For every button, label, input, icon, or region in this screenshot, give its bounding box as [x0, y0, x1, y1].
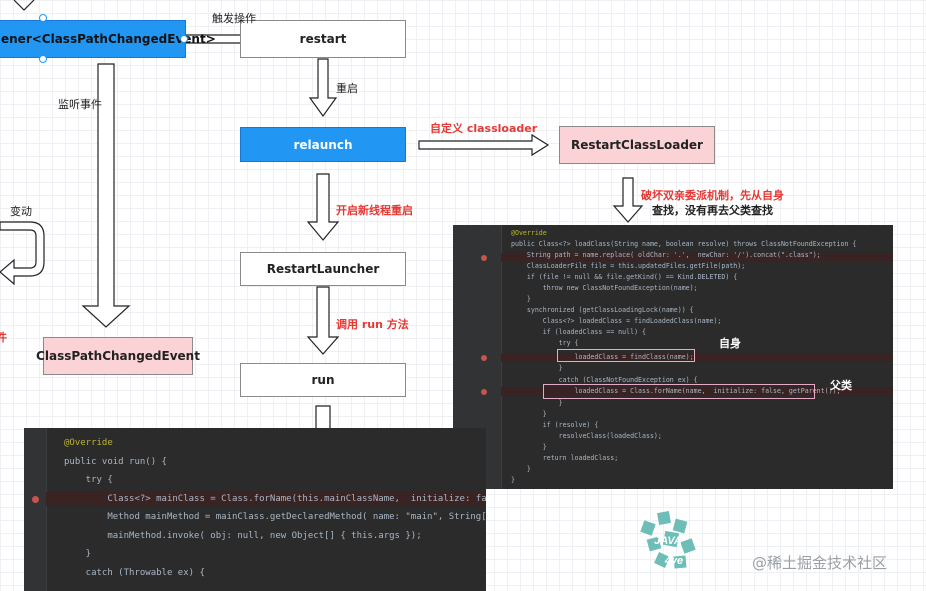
- selection-handle[interactable]: [180, 35, 188, 43]
- code-line: }: [511, 364, 563, 372]
- node-listener[interactable]: ener<ClassPathChangedEvent>: [0, 20, 216, 58]
- node-restart-classloader-label: RestartClassLoader: [571, 138, 703, 152]
- code-line: }: [511, 410, 547, 418]
- node-restart[interactable]: restart: [240, 20, 406, 58]
- breakpoint-icon[interactable]: [481, 355, 487, 361]
- code-panel-run: @Override public void run() { try { Clas…: [24, 428, 486, 591]
- selection-handle[interactable]: [39, 55, 47, 63]
- code-line: synchronized (getClassLoadingLock(name))…: [511, 306, 694, 314]
- top-fragment: [13, 0, 35, 11]
- node-restart-classloader[interactable]: RestartClassLoader: [559, 126, 715, 164]
- highlight-find-class: [557, 349, 695, 362]
- code-line: if (file != null && file.getKind() == Ki…: [511, 273, 738, 281]
- code-gutter: [24, 428, 47, 591]
- label-change: 变动: [10, 205, 32, 218]
- breakpoint-line-highlight: [46, 492, 486, 506]
- code-line: String path = name.replace( oldChar: '.'…: [511, 251, 821, 259]
- code-line: }: [511, 443, 547, 451]
- node-relaunch[interactable]: relaunch: [240, 127, 406, 162]
- selection-handle[interactable]: [39, 14, 47, 22]
- node-run-label: run: [311, 373, 335, 387]
- label-new-thread: 开启新线程重启: [336, 204, 413, 217]
- label-left-fragment: 件: [0, 331, 7, 344]
- code-line: if (loadedClass == null) {: [511, 328, 646, 336]
- code-text: @Override: [511, 229, 547, 237]
- node-restart-launcher[interactable]: RestartLauncher: [240, 252, 406, 286]
- label-break-parent-line2: 查找，没有再去父类查找: [652, 204, 773, 217]
- code-line: }: [64, 549, 92, 559]
- code-line: if (resolve) {: [511, 421, 599, 429]
- code-line: throw new ClassNotFoundException(name);: [511, 284, 698, 292]
- tag-self: 自身: [719, 337, 741, 350]
- code-line: @Override: [64, 438, 113, 448]
- code-panel-loadclass: @Override public Class<?> loadClass(Stri…: [453, 225, 893, 489]
- node-restart-launcher-label: RestartLauncher: [266, 262, 380, 276]
- arrow-change-loop: [0, 221, 45, 286]
- label-trigger: 触发操作: [212, 12, 256, 25]
- code-line: }: [511, 295, 531, 303]
- watermark: @稀土掘金技术社区: [752, 554, 888, 572]
- node-classpath-changed-event-label: ClassPathChangedEvent: [36, 349, 200, 363]
- node-relaunch-label: relaunch: [293, 137, 353, 152]
- svg-text:4ye: 4ye: [664, 555, 683, 567]
- code-line: public Class<?> loadClass(String name, b…: [511, 240, 857, 248]
- code-line: resolveClass(loadedClass);: [511, 432, 662, 440]
- label-custom-loader: 自定义 classloader: [430, 122, 538, 135]
- tag-parent: 父类: [830, 379, 852, 392]
- label-listen: 监听事件: [58, 98, 102, 111]
- code-line: public void run() {: [64, 457, 167, 467]
- node-run[interactable]: run: [240, 363, 406, 397]
- arrow-new-thread: [306, 173, 340, 241]
- code-line: }: [511, 476, 515, 484]
- java4ye-logo: JAVA 4ye: [640, 511, 696, 569]
- arrow-custom-loader: [418, 133, 550, 157]
- label-break-parent: 破坏双亲委派机制，先从自身 查找，没有再去父类查找: [641, 188, 784, 218]
- code-line: mainMethod.invoke( obj: null, new Object…: [64, 531, 422, 541]
- breakpoint-icon[interactable]: [32, 496, 39, 503]
- highlight-parent-forname: [543, 384, 815, 399]
- code-line: loadedClass = findClass(name);: [511, 353, 694, 361]
- arrow-restart: [308, 58, 338, 118]
- arrow-listen: [81, 63, 131, 328]
- svg-text:JAVA: JAVA: [654, 535, 682, 547]
- label-call-run: 调用 run 方法: [336, 318, 409, 331]
- breakpoint-line-highlight: [501, 353, 893, 362]
- code-line: }: [511, 399, 563, 407]
- code-line: Method mainMethod = mainClass.getDeclare…: [107, 512, 486, 522]
- code-line: catch (Throwable ex) {: [64, 568, 205, 578]
- node-restart-label: restart: [299, 32, 347, 46]
- breakpoint-icon[interactable]: [481, 255, 487, 261]
- label-restart: 重启: [336, 82, 358, 95]
- breakpoint-icon[interactable]: [481, 389, 487, 395]
- breakpoint-line-highlight: [501, 253, 893, 262]
- node-classpath-changed-event[interactable]: ClassPathChangedEvent: [36, 337, 200, 375]
- breakpoint-line-highlight: [501, 387, 893, 396]
- code-line: }: [511, 465, 531, 473]
- label-break-parent-red: 破坏双亲委派机制，先从自身: [641, 189, 784, 202]
- code-line: Class<?> loadedClass = findLoadedClass(n…: [511, 317, 722, 325]
- arrow-call-run: [306, 286, 340, 355]
- node-listener-label: ener<ClassPathChangedEvent>: [1, 32, 216, 46]
- code-line: Class<?> mainClass = Class.forName(this.…: [107, 494, 486, 504]
- code-line: ClassLoaderFile file = this.updatedFiles…: [511, 262, 746, 270]
- arrow-break-parent: [612, 177, 644, 223]
- code-line: catch (ClassNotFoundException ex) {: [511, 376, 698, 384]
- code-line: try {: [511, 339, 579, 347]
- code-line: return loadedClass;: [511, 454, 619, 462]
- code-line: try {: [64, 475, 113, 485]
- code-line: @Override: [511, 229, 547, 237]
